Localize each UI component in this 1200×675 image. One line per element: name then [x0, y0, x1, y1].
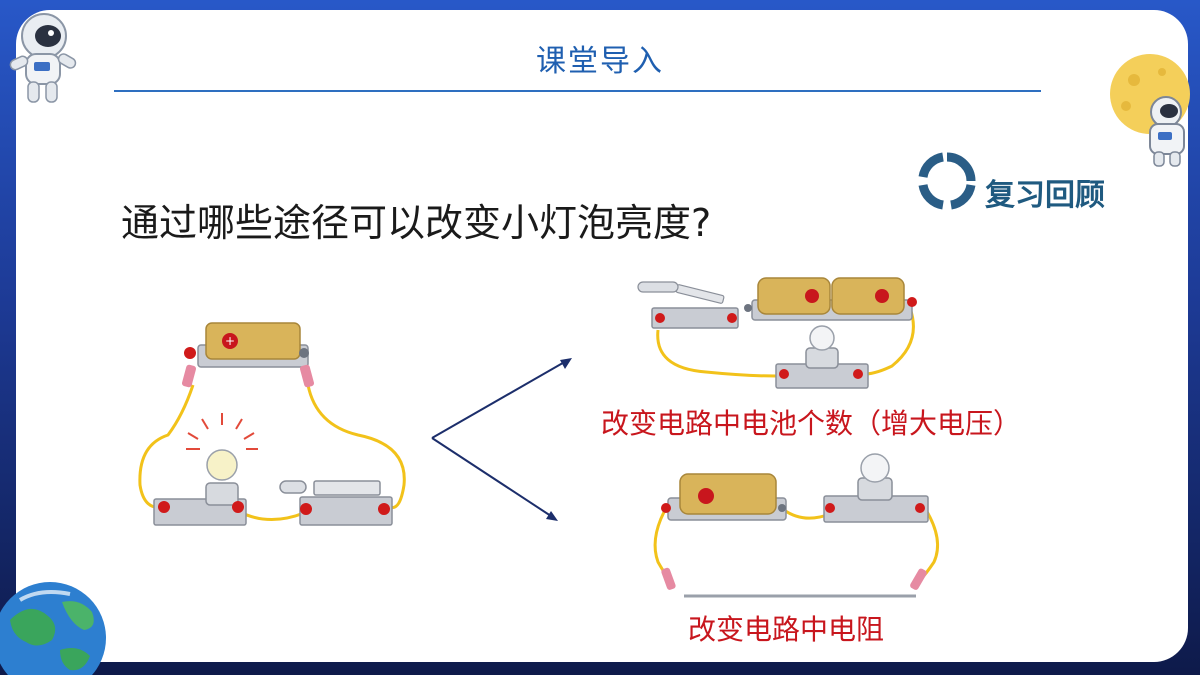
question-text: 通过哪些途径可以改变小灯泡亮度?	[121, 201, 712, 245]
option-label-resistance: 改变电路中电阻	[688, 613, 885, 646]
svg-text:+: +	[225, 334, 235, 348]
resistance-circuit-diagram	[653, 453, 940, 598]
refresh-ring-icon	[918, 152, 976, 210]
two-battery-circuit-diagram	[637, 277, 917, 389]
option-label-battery-count: 改变电路中电池个数（增大电压）	[601, 407, 1022, 440]
arrow-icon	[431, 358, 572, 521]
earth-icon	[0, 582, 106, 675]
header-divider	[114, 90, 1041, 92]
moon-astronaut-icon	[1110, 54, 1190, 167]
header-title: 课堂导入	[536, 44, 664, 79]
review-label: 复习回顾	[985, 178, 1105, 213]
astronaut-icon	[9, 13, 77, 103]
base-circuit-diagram: +	[138, 322, 406, 526]
